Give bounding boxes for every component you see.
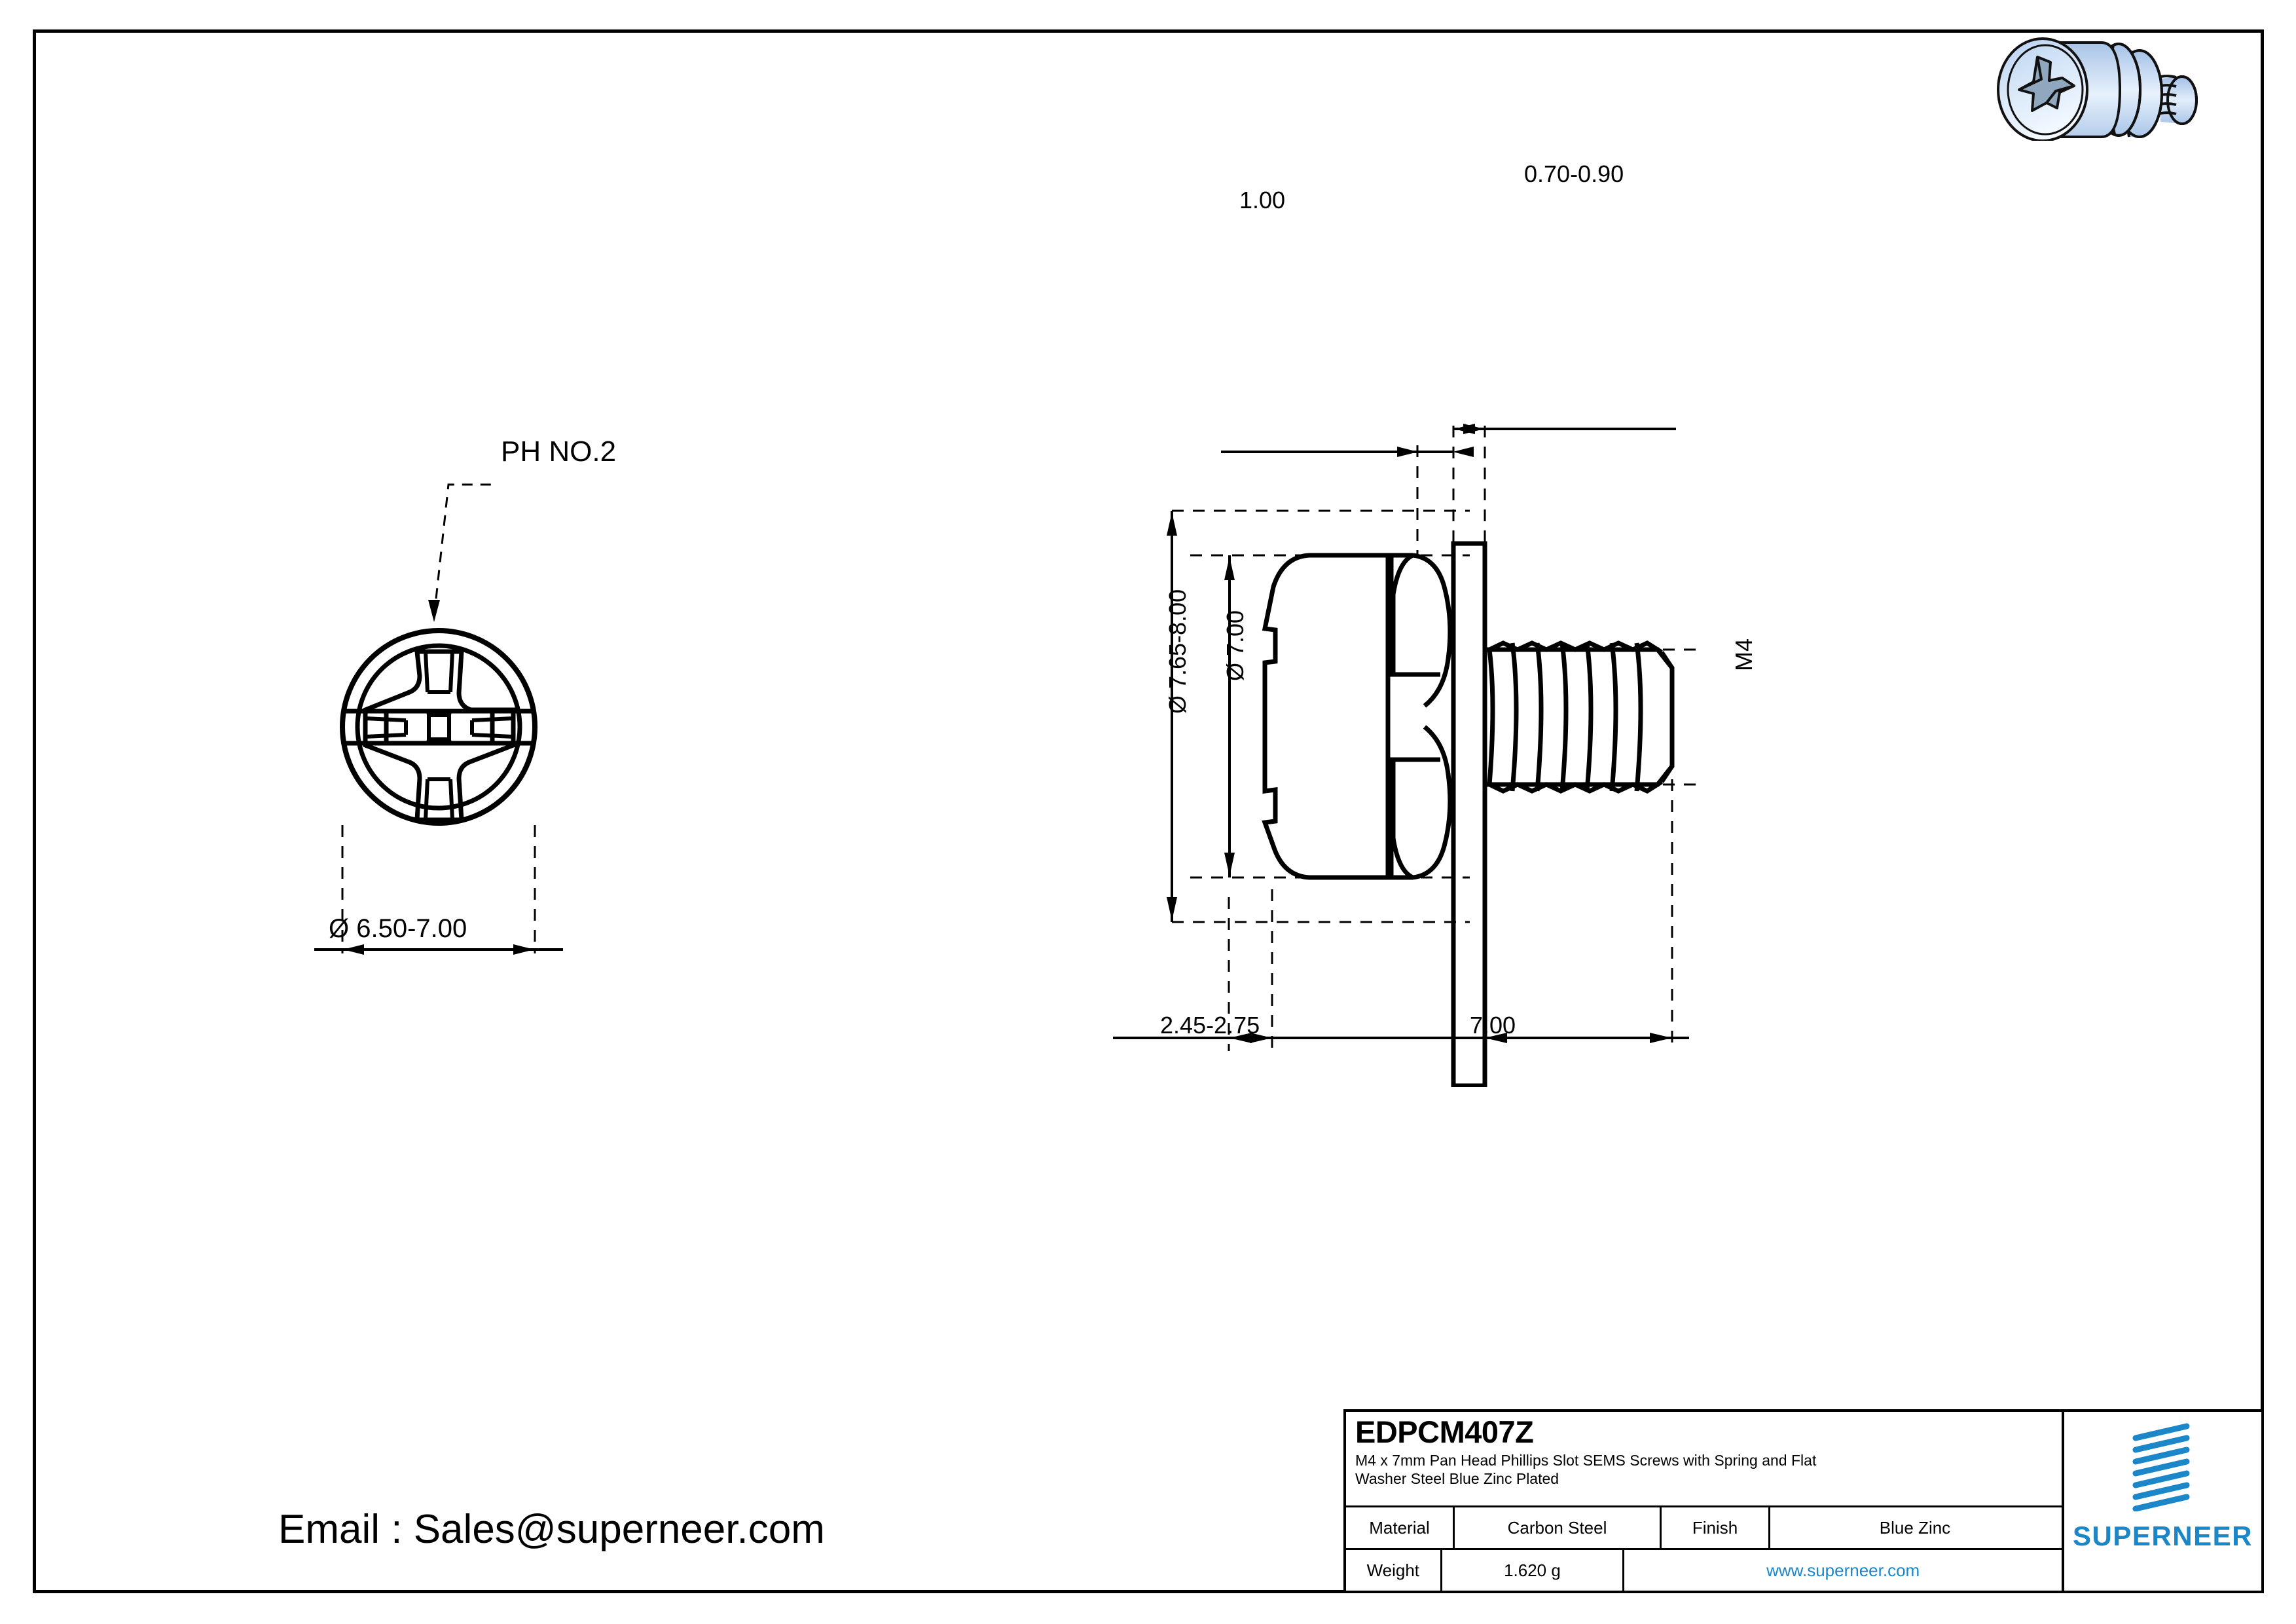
dimension-flat-washer-thickness: 1.00: [1239, 187, 1286, 213]
dimension-thread-length: 7.00: [1470, 1012, 1516, 1039]
superneer-logo-icon: [2132, 1423, 2189, 1511]
title-block-row-weight: Weight 1.620 g www.superneer.com: [1346, 1550, 2062, 1591]
finish-value: Blue Zinc: [1879, 1517, 1951, 1538]
dimension-washer-outer-diameter: Ø 7.65-8.00: [1164, 589, 1191, 714]
front-view-group: [249, 406, 668, 1035]
callout-ph-no2: PH NO.2: [501, 435, 617, 468]
email-text: Email : Sales@superneer.com: [278, 1507, 825, 1552]
part-number: EDPCM407Z: [1355, 1414, 1534, 1449]
title-block-description-area: EDPCM407Z M4 x 7mm Pan Head Phillips Slo…: [1346, 1412, 2062, 1507]
title-block-main: EDPCM407Z M4 x 7mm Pan Head Phillips Slo…: [1346, 1412, 2064, 1591]
dimension-spring-washer-thickness: 0.70-0.90: [1524, 160, 1624, 187]
part-description-line-1: M4 x 7mm Pan Head Phillips Slot SEMS Scr…: [1355, 1452, 1817, 1469]
material-label: Material: [1346, 1507, 1455, 1548]
title-block-row-material: Material Carbon Steel Finish Blue Zinc: [1346, 1507, 2062, 1550]
dimension-head-diameter-side: Ø 7.00: [1222, 610, 1248, 681]
dimension-head-height: 2.45-2.75: [1160, 1012, 1260, 1039]
drawing-frame-border: [33, 29, 2264, 1593]
part-description: M4 x 7mm Pan Head Phillips Slot SEMS Scr…: [1355, 1451, 2052, 1488]
side-view-group: [1113, 347, 1702, 1087]
title-block: EDPCM407Z M4 x 7mm Pan Head Phillips Slo…: [1343, 1409, 2264, 1593]
weight-value: 1.620 g: [1442, 1550, 1625, 1591]
superneer-wordmark: SUPERNEER: [2073, 1521, 2253, 1551]
material-value: Carbon Steel: [1455, 1507, 1662, 1548]
dimension-head-diameter: Ø 6.50-7.00: [329, 914, 467, 943]
part-description-line-2: Washer Steel Blue Zinc Plated: [1355, 1470, 1559, 1488]
isometric-render: [1964, 16, 2239, 141]
brand-logo-area: SUPERNEER: [2064, 1412, 2261, 1591]
weight-label: Weight: [1346, 1550, 1442, 1591]
website-link[interactable]: www.superneer.com: [1766, 1560, 1920, 1580]
finish-label: Finish: [1662, 1507, 1770, 1548]
dimension-thread-size: M4: [1730, 638, 1757, 671]
